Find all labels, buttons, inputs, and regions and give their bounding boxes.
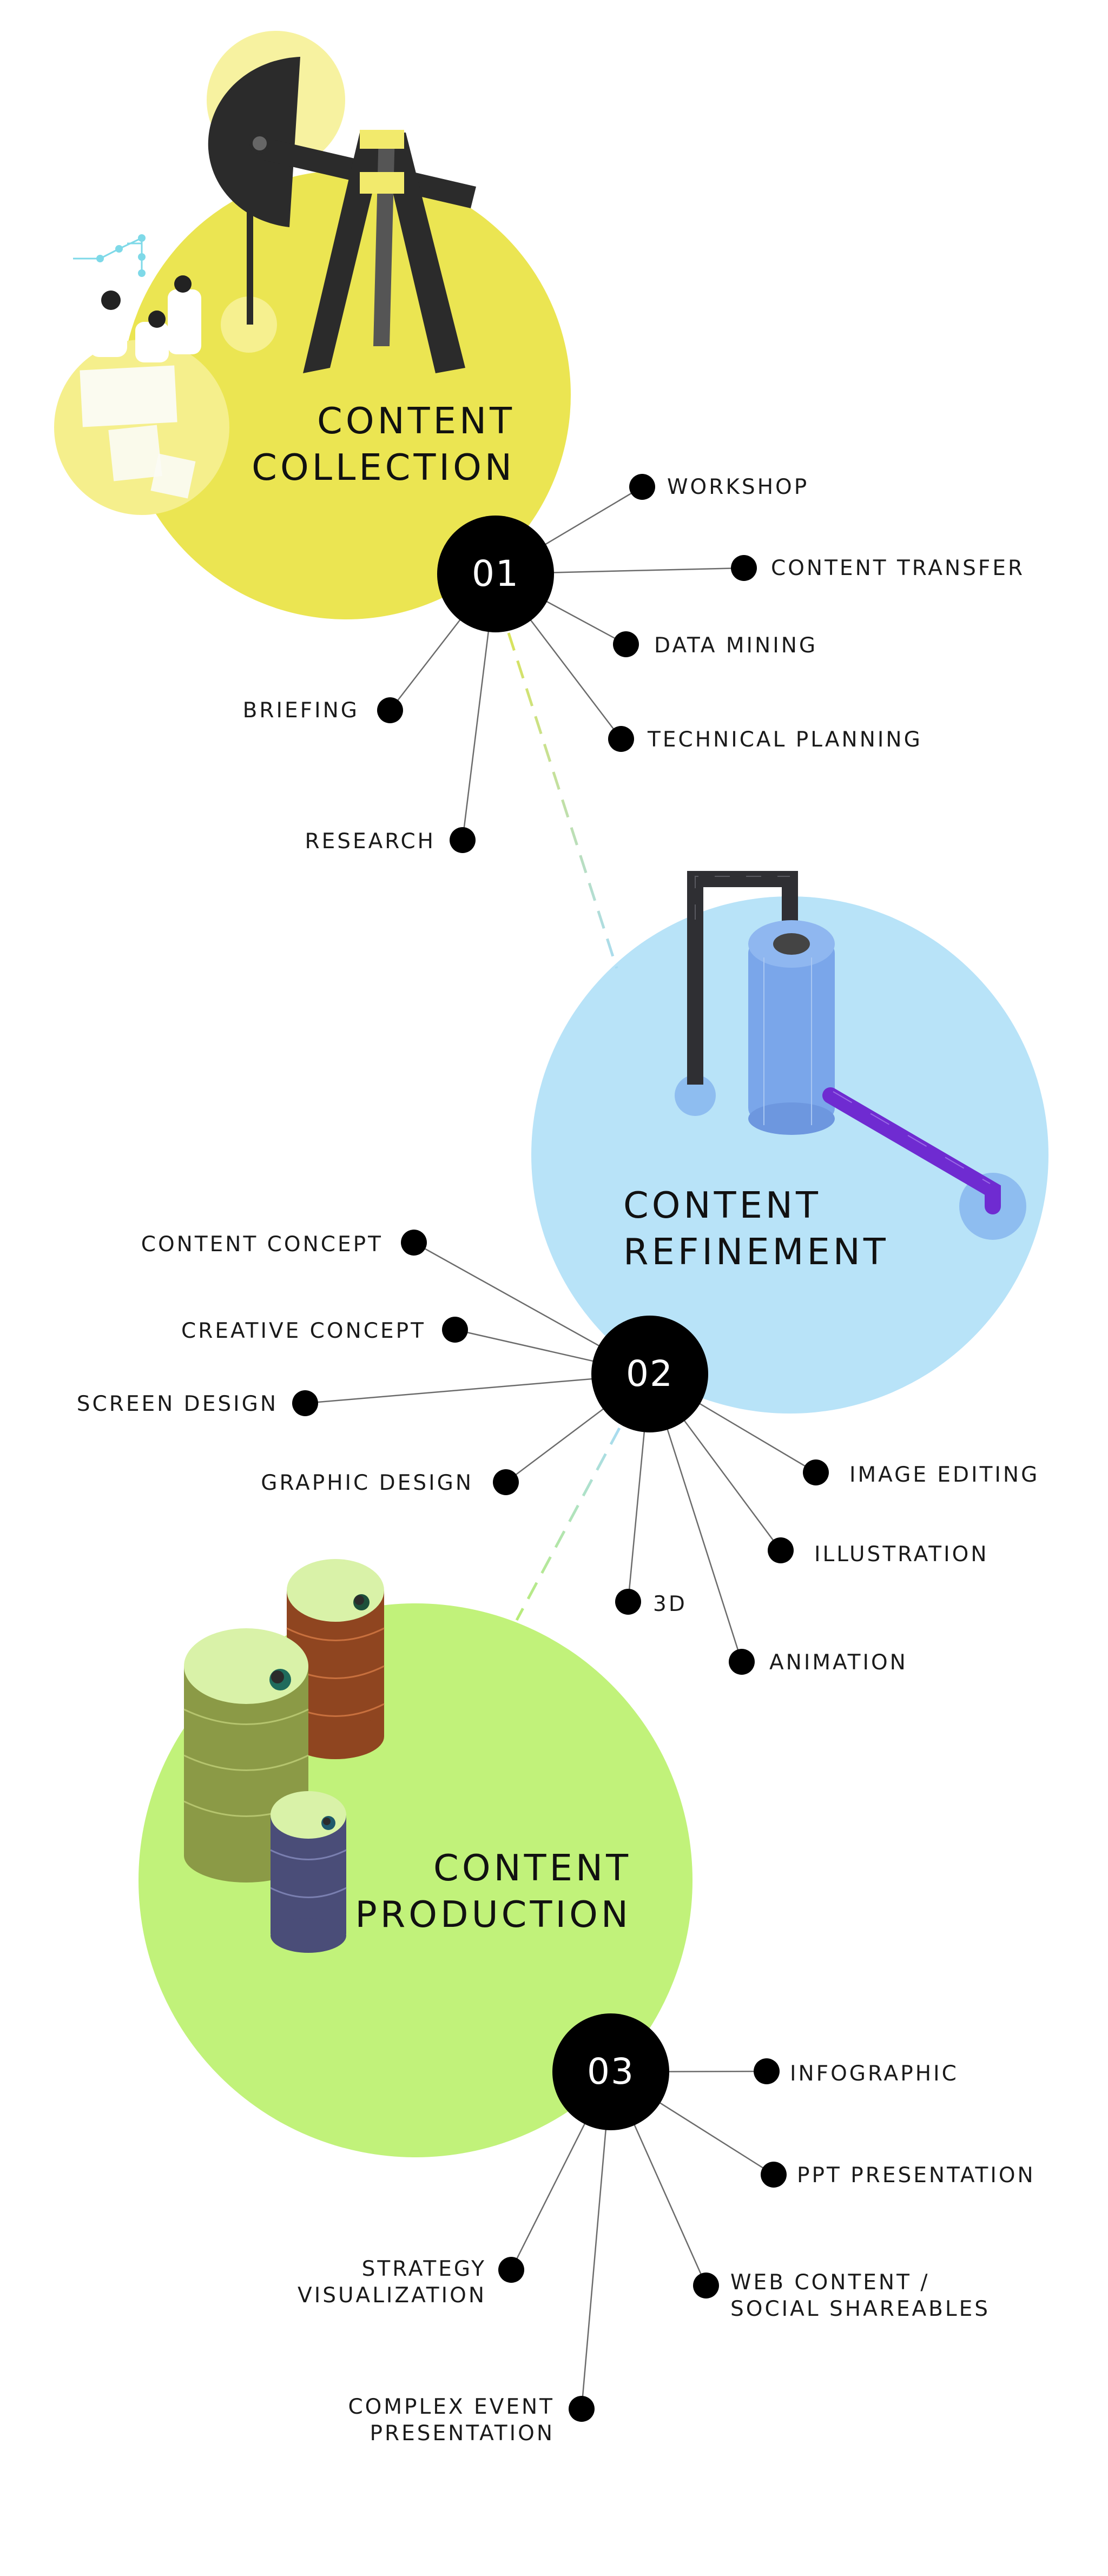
pipe-dark [687,871,798,1085]
item-dot-2-7 [615,1589,641,1615]
item-label-line: VISUALIZATION [298,2283,486,2308]
tank-illustration [675,871,1026,1240]
pumpjack-counterweight-top [360,130,404,149]
item-dot-1-4 [608,726,634,752]
item-label-animation: ANIMATION [769,1650,908,1675]
item-label-research: RESEARCH [305,829,436,854]
item-label-graphic-design: GRAPHIC DESIGN [261,1471,473,1495]
network-node [138,234,146,242]
item-label-workshop: WORKSHOP [667,475,809,499]
connector-2-3 [515,1427,621,1621]
team-illustration [73,234,201,499]
hub-03 [552,2013,669,2130]
stage-title-line: COLLECTION [252,446,515,488]
pipe-purple [822,1087,1001,1214]
item-label-screen-design: SCREEN DESIGN [76,1392,278,1416]
stage-title-line: CONTENT [433,1847,631,1889]
item-dot-1-6 [450,827,476,853]
item-dot-2-2 [442,1317,468,1343]
item-dot-2-8 [729,1649,755,1675]
person-body [89,306,127,357]
hub-number-01: 01 [472,553,519,595]
item-dot-1-1 [629,474,655,500]
paper-sheet [80,365,177,427]
barrel-olive [183,1628,309,1883]
network-node [138,269,146,277]
item-dot-3-2 [761,2162,787,2188]
network-node [138,253,146,261]
item-dot-3-4 [498,2257,524,2283]
item-label-line: WEB CONTENT / [730,2270,930,2295]
stage-title-line: PRODUCTION [355,1893,631,1936]
item-dot-2-3 [292,1390,318,1416]
barrel-navy [270,1791,347,1953]
hub-01 [437,516,554,632]
item-dot-2-1 [401,1230,427,1256]
network-node [115,245,123,253]
item-dot-2-4 [493,1469,519,1495]
stage-title-line: CONTENT [623,1184,821,1226]
item-dot-1-3 [613,631,639,657]
item-label-briefing: BRIEFING [242,698,359,723]
connector-1-2 [507,632,618,969]
stage-title-line: REFINEMENT [623,1231,889,1273]
stage-title-collection: CONTENT COLLECTION [252,398,515,491]
item-dot-1-5 [377,697,403,723]
person-head [101,290,121,310]
item-label-line: STRATEGY [361,2257,486,2281]
item-label-ppt-presentation: PPT PRESENTATION [797,2163,1036,2188]
item-label-line: PRESENTATION [370,2421,555,2446]
item-label-3d: 3D [653,1592,687,1616]
item-label-image-editing: IMAGE EDITING [849,1463,1040,1487]
item-dot-2-5 [803,1459,829,1485]
refinement-circle [531,896,1048,1414]
pumpjack-illustration [54,31,476,515]
item-label-line: SOCIAL SHAREABLES [730,2297,991,2321]
hub-number-03: 03 [587,2051,635,2092]
paper-sheet [150,453,196,499]
item-label-strategy-visualization: STRATEGY VISUALIZATION [298,2256,486,2309]
item-label-infographic: INFOGRAPHIC [790,2062,959,2086]
paper-sheet [108,425,162,481]
person-head [174,275,192,293]
item-dot-1-2 [731,555,757,581]
pumpjack-pivot [249,133,270,154]
item-dot-3-1 [754,2058,780,2084]
item-dot-2-6 [768,1537,794,1563]
pumpjack-counterweight-bottom [360,172,404,194]
pumpjack-rod [247,141,253,325]
spokes-layer [292,474,829,2422]
hub-02 [591,1316,708,1432]
item-label-web-content: WEB CONTENT / SOCIAL SHAREABLES [730,2269,990,2322]
tank-body [748,941,835,1120]
item-label-creative-concept: CREATIVE CONCEPT [181,1319,426,1343]
barrels-illustration [183,1559,385,1953]
item-label-data-mining: DATA MINING [654,633,818,658]
hub-number-02: 02 [626,1353,674,1395]
network-node [96,255,104,262]
item-label-content-concept: CONTENT CONCEPT [141,1232,383,1257]
collection-circle [122,170,571,619]
item-dot-3-3 [693,2273,719,2298]
pipe-outlet-glow [675,1075,716,1116]
stage-title-line: CONTENT [317,400,515,442]
item-dot-3-5 [569,2396,595,2422]
item-label-illustration: ILLUSTRATION [814,1542,989,1567]
person-head [148,311,166,328]
person-body [168,289,201,354]
person-body [135,322,169,362]
item-label-line: COMPLEX EVENT [348,2395,555,2419]
item-label-technical-planning: TECHNICAL PLANNING [648,728,922,752]
item-label-complex-event: COMPLEX EVENT PRESENTATION [348,2394,555,2447]
item-label-content-transfer: CONTENT TRANSFER [771,556,1025,580]
stage-title-refinement: CONTENT REFINEMENT [623,1182,889,1275]
stage-title-production: CONTENT PRODUCTION [355,1845,631,1938]
